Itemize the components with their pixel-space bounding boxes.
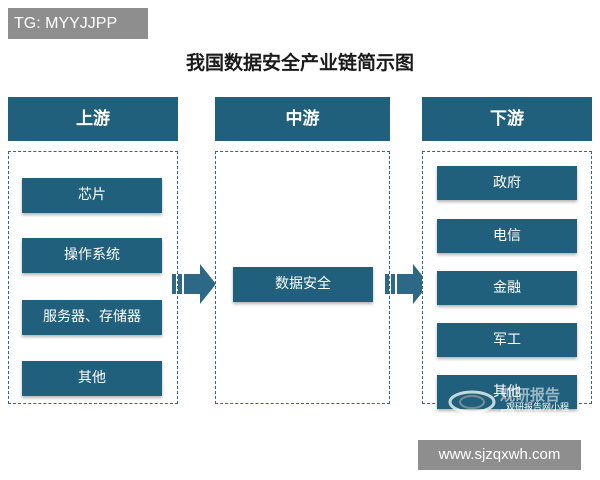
header-downstream: 下游 bbox=[422, 97, 592, 141]
watermark-tag: TG: MYYJJPP bbox=[8, 8, 148, 39]
upstream-item-server: 服务器、存储器 bbox=[22, 300, 162, 335]
upstream-item-other: 其他 bbox=[22, 361, 162, 396]
website-watermark: www.sjzqxwh.com bbox=[418, 440, 581, 470]
downstream-item-finance: 金融 bbox=[437, 271, 577, 305]
downstream-item-government: 政府 bbox=[437, 166, 577, 200]
header-upstream: 上游 bbox=[8, 97, 178, 141]
header-midstream: 中游 bbox=[215, 97, 390, 141]
arrow-mid-to-down bbox=[385, 264, 429, 304]
downstream-item-telecom: 电信 bbox=[437, 219, 577, 253]
upstream-item-chip: 芯片 bbox=[22, 178, 162, 213]
diagram-title: 我国数据安全产业链简示图 bbox=[185, 52, 414, 74]
midstream-item-data-security: 数据安全 bbox=[233, 267, 373, 302]
arrow-up-to-mid bbox=[172, 264, 216, 304]
downstream-item-military: 军工 bbox=[437, 323, 577, 357]
downstream-item-other: 其他 bbox=[437, 375, 577, 409]
upstream-item-os: 操作系统 bbox=[22, 238, 162, 273]
